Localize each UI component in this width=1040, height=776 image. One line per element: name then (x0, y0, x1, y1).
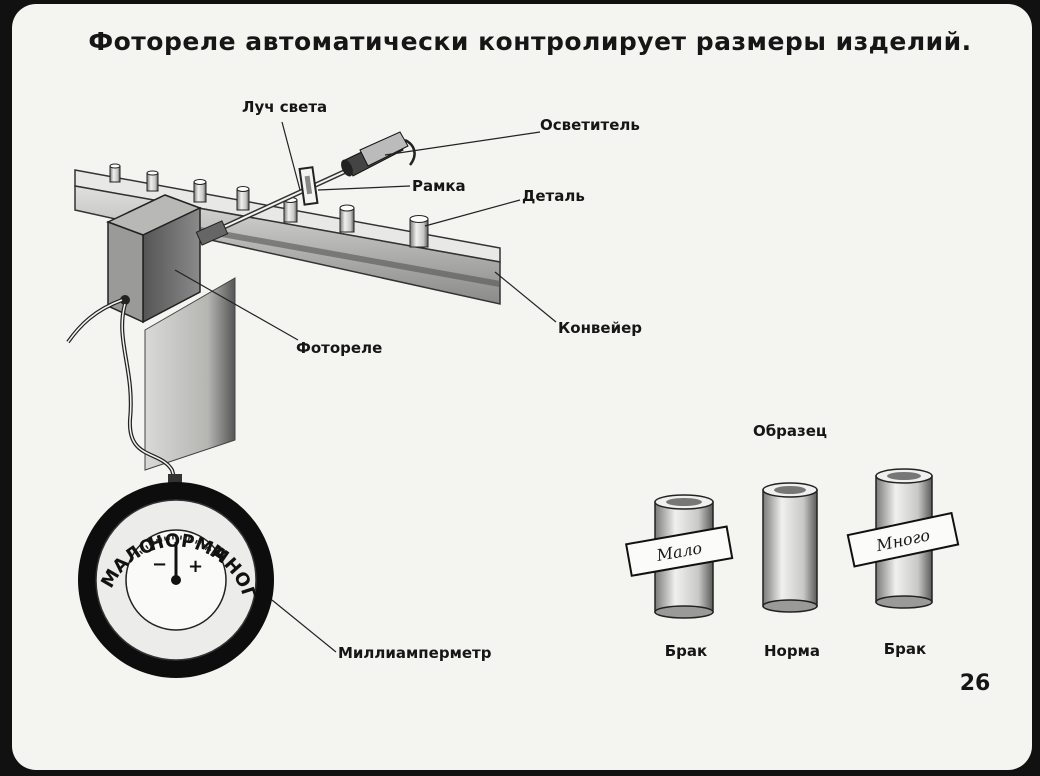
photorelay-box (106, 194, 229, 324)
light-beam (198, 157, 372, 241)
conveyor-parts (109, 163, 429, 248)
conveyor-part (109, 163, 121, 183)
caption-reject-high: Брак (884, 640, 926, 658)
conveyor-part (339, 204, 355, 233)
caption-reject-low: Брак (665, 642, 707, 660)
conveyor-part (193, 179, 207, 203)
label-illuminator: Осветитель (540, 116, 640, 134)
conveyor-part (409, 215, 429, 248)
illuminator (341, 131, 416, 177)
samples-heading: Образец (753, 422, 827, 440)
conveyor-part (283, 197, 298, 223)
conveyor-part (236, 186, 250, 211)
support-pillar (144, 277, 236, 471)
caption-norm: Норма (764, 642, 820, 660)
label-part: Деталь (522, 187, 585, 205)
frame-part (298, 166, 319, 206)
gauge-minus: − (152, 554, 167, 575)
leader-lines (174, 121, 557, 653)
label-photorelay: Фотореле (296, 339, 382, 357)
gauge-plus: + (188, 556, 203, 577)
sample-high: Много (846, 468, 960, 609)
sample-low: Мало (625, 494, 734, 619)
label-conveyor: Конвейер (558, 319, 642, 337)
label-ray: Луч света (242, 98, 327, 116)
page-number: 26 (960, 671, 991, 696)
label-milliammeter: Миллиамперметр (338, 644, 492, 662)
slide-title: Фотореле автоматически контролирует разм… (88, 27, 971, 56)
conveyor-part (146, 170, 159, 192)
sample-norm (762, 482, 818, 613)
label-frame: Рамка (412, 177, 466, 195)
